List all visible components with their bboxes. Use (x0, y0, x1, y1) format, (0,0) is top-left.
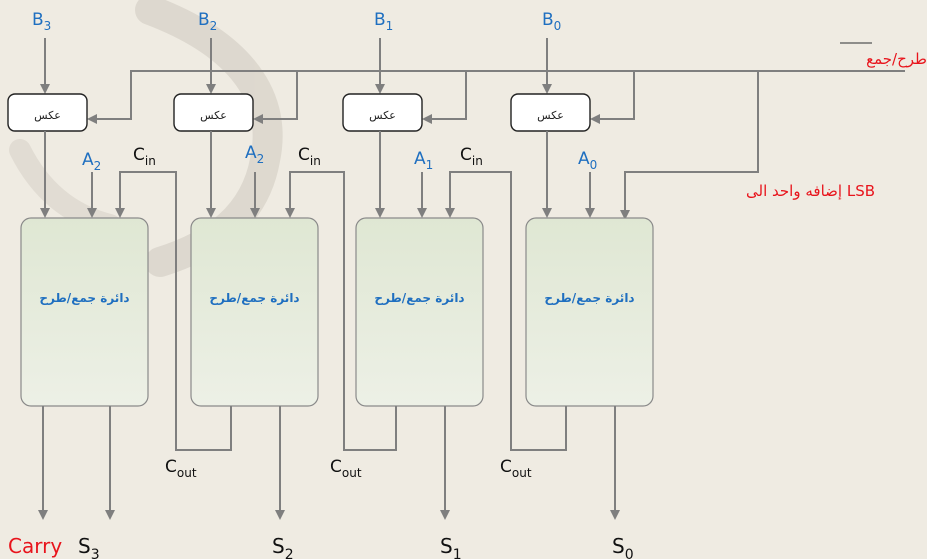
carry-in-label-subscript: in (310, 154, 321, 168)
a-input-label-base: A (578, 149, 590, 169)
sum-output-label-subscript: 3 (91, 547, 100, 559)
bit-stage-3: عكس دائرة جمع/طرح (7, 38, 150, 520)
bit-stage-0: عكس دائرة جمع/طرح (485, 38, 654, 520)
carry-out-label-subscript: out (177, 466, 197, 480)
sum-output-label: S1 (440, 534, 462, 559)
inverter-box (342, 93, 423, 132)
carry-in-label: Cin (133, 145, 156, 168)
control-line (130, 70, 905, 220)
b-input-label-base: B (542, 10, 554, 30)
a-input-label-subscript: 2 (257, 152, 265, 166)
control-tap-wire (422, 71, 467, 124)
adder-subtractor-block (355, 217, 484, 407)
control-tap-wire (87, 71, 132, 124)
adder-subtractor-block (20, 217, 149, 407)
carry-out-wire (318, 171, 397, 451)
sum-output-label-subscript: 1 (453, 547, 462, 559)
carry-out-label: Cout (165, 457, 197, 480)
a-input-label: A2 (245, 143, 264, 166)
adder-subtractor-block (525, 217, 654, 407)
adder-subtractor-block (190, 217, 319, 407)
carry-in-wire (115, 171, 150, 218)
sum-output-label-base: S (612, 534, 625, 558)
inverter-label: عكس (34, 109, 61, 122)
a-input-label: A0 (578, 149, 597, 172)
sum-output-label-subscript: 0 (625, 547, 634, 559)
carry-out-wire (485, 171, 567, 451)
carry-in-label-base: C (133, 145, 145, 165)
inverter-label: عكس (200, 109, 227, 122)
bit-stage-1: عكس دائرة جمع/طرح (318, 38, 485, 520)
sum-output-label-subscript: 2 (285, 547, 294, 559)
a-input-label: A1 (414, 149, 433, 172)
block-label: دائرة جمع/طرح (544, 291, 634, 305)
sum-output-label-base: S (78, 534, 91, 558)
sum-output-label: S2 (272, 534, 294, 559)
block-label: دائرة جمع/طرح (39, 291, 129, 305)
carry-out-label: Cout (330, 457, 362, 480)
sum-output-label: S3 (78, 534, 100, 559)
inverter-label: عكس (537, 109, 564, 122)
carry-in-label-base: C (298, 145, 310, 165)
carry-in-wire (285, 171, 318, 218)
carry-out-label: Cout (500, 457, 532, 480)
b-input-label-subscript: 1 (386, 19, 394, 33)
a-input-label-subscript: 1 (426, 158, 434, 172)
inverter-box (173, 93, 254, 132)
b-input-label: B2 (198, 10, 217, 33)
b-input-label-subscript: 3 (44, 19, 52, 33)
carry-in-label: Cin (460, 145, 483, 168)
bit-stage-2: عكس دائرة جمع/طرح (150, 38, 319, 520)
b-input-label-base: B (198, 10, 210, 30)
carry-out-label-base: C (165, 457, 177, 477)
b-input-label: B3 (32, 10, 51, 33)
b-input-label-base: B (32, 10, 44, 30)
control-label: طرح/جمع (866, 50, 927, 68)
carry-out-wire (150, 171, 232, 451)
carry-in-label-base: C (460, 145, 472, 165)
sum-output-label-base: S (272, 534, 285, 558)
b-input-label-subscript: 0 (554, 19, 562, 33)
b-input-label-subscript: 2 (210, 19, 218, 33)
block-label: دائرة جمع/طرح (209, 291, 299, 305)
carry-in-label-subscript: in (472, 154, 483, 168)
carry-in-wire (445, 171, 485, 218)
carry-out-label-subscript: out (342, 466, 362, 480)
a-input-label-subscript: 0 (590, 158, 598, 172)
a-input-label: A2 (82, 150, 101, 173)
b-input-label-base: B (374, 10, 386, 30)
control-tap-wire (253, 71, 298, 124)
a-input-label-subscript: 2 (94, 159, 102, 173)
b-input-label: B0 (542, 10, 561, 33)
inverter-label: عكس (369, 109, 396, 122)
add-one-label: إضافه واحد الى LSB (746, 182, 875, 200)
sum-output-label-base: S (440, 534, 453, 558)
carry-in-label: Cin (298, 145, 321, 168)
carry-out-label-subscript: out (512, 466, 532, 480)
carry-out-label-base: C (500, 457, 512, 477)
carry-label: Carry (8, 534, 62, 558)
control-tap-wire (590, 71, 635, 124)
sum-output-label: S0 (612, 534, 634, 559)
inverter-box (7, 93, 88, 132)
a-input-label-base: A (82, 150, 94, 170)
b-input-label: B1 (374, 10, 393, 33)
a-input-label-base: A (414, 149, 426, 169)
inverter-box (510, 93, 591, 132)
carry-in-label-subscript: in (145, 154, 156, 168)
a-input-label-base: A (245, 143, 257, 163)
carry-out-label-base: C (330, 457, 342, 477)
block-label: دائرة جمع/طرح (374, 291, 464, 305)
